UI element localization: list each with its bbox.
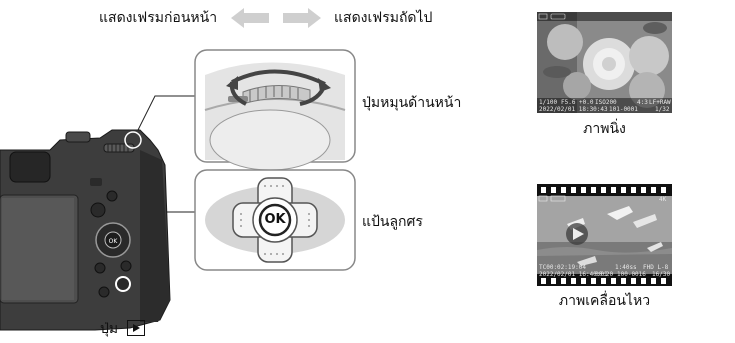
movie-timecode: TC00:02:19:04 [539, 264, 586, 271]
arrow-left-icon [231, 8, 269, 28]
arrow-pad-label: แป้นลูกศร [362, 214, 423, 230]
play-button-label: ปุ่ม [100, 318, 145, 340]
front-dial-callout [194, 49, 356, 171]
movie-file: 100-0016 [617, 271, 646, 278]
play-button-text: ปุ่ม [100, 321, 119, 337]
svg-text:OK: OK [109, 238, 119, 245]
still-quality: LF+RAW [649, 99, 671, 106]
still-aperture: F5.6 [561, 99, 576, 106]
front-dial-label: ปุ่มหมุนด้านหน้า [362, 95, 462, 111]
still-aspect: 4:3 [637, 99, 648, 106]
playback-icon [126, 320, 145, 336]
camera-body: OK [0, 129, 171, 331]
ok-button-label: OK [264, 212, 286, 227]
next-frame-label: แสดงเฟรมถัดไป [334, 10, 433, 26]
still-ev: +0.0 [579, 99, 594, 106]
still-iso: ISO200 [595, 99, 617, 106]
movie-preview: 4K TC00:02:19:04 1:40ss FHD L-8 2022/02/… [537, 184, 672, 286]
still-file: 101-0001 [609, 106, 638, 113]
still-image-preview: 1/100 F5.6 +0.0 ISO200 4:3 LF+RAW 2022/0… [537, 12, 672, 113]
movie-quality: FHD L-8 [643, 264, 669, 271]
movie-elapsed: 00:20 [595, 271, 614, 278]
prev-frame-label: แสดงเฟรมก่อนหน้า [99, 10, 218, 26]
still-frame: 1/32 [655, 106, 670, 113]
movie-format: 4K [659, 196, 667, 203]
arrow-right-icon [283, 8, 321, 28]
still-shutter: 1/100 [539, 99, 558, 106]
movie-duration: 1:40ss [615, 264, 637, 271]
arrow-pad-callout [194, 169, 356, 271]
still-datetime: 2022/02/01 18:30:43 [539, 106, 608, 113]
movie-frame: 16/30 [652, 271, 671, 278]
still-image-caption: ภาพนิ่ง [583, 121, 626, 137]
movie-datetime: 2022/02/01 16:40:01 [539, 271, 608, 278]
movie-caption: ภาพเคลื่อนไหว [558, 293, 651, 309]
